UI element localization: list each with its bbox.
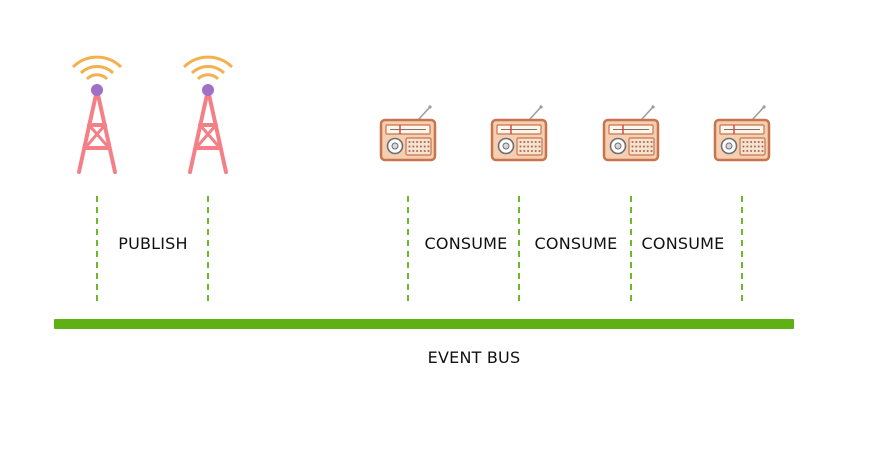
radio-receiver-icon	[379, 105, 437, 162]
consume-label: CONSUME	[641, 234, 725, 253]
radio-tower-icon	[71, 55, 123, 174]
consume-label: CONSUME	[534, 234, 618, 253]
consumers-group	[379, 105, 771, 162]
event-bus-label: EVENT BUS	[427, 348, 521, 367]
publish-label: PUBLISH	[118, 234, 188, 253]
event-bus-line	[54, 319, 794, 329]
radio-receiver-icon	[490, 105, 548, 162]
consume-label: CONSUME	[424, 234, 508, 253]
connector-lines	[96, 196, 743, 302]
radio-receiver-icon	[713, 105, 771, 162]
radio-tower-icon	[182, 55, 234, 174]
publishers-group	[71, 55, 234, 174]
radio-receiver-icon	[602, 105, 660, 162]
